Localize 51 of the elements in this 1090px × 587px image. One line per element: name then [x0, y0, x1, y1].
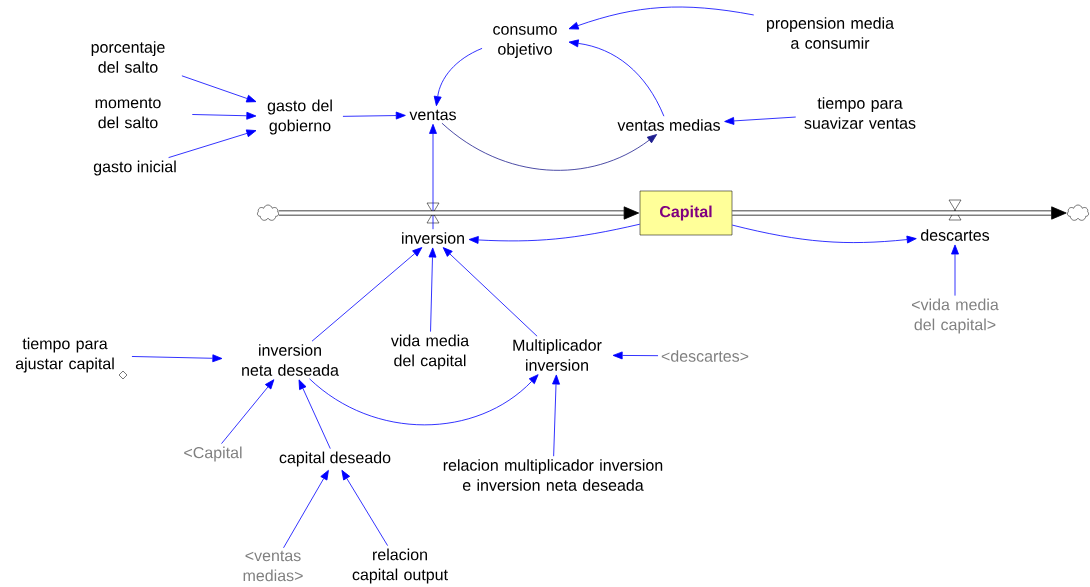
arrow: [221, 379, 275, 444]
arrow: [552, 374, 560, 457]
variable-label: relacion capital output: [352, 548, 448, 584]
shadow-variable-label: <ventas medias>: [243, 550, 303, 582]
arrow: [283, 470, 329, 549]
variable-label: gasto del gobierno: [267, 99, 332, 135]
arrow: [341, 469, 388, 546]
arrow: [442, 247, 538, 337]
arrow: [568, 6, 755, 30]
arrow: [429, 123, 437, 230]
arrow: [441, 122, 658, 171]
shadow-variable-label: <descartes>: [661, 350, 749, 362]
arrow: [181, 75, 257, 103]
arrow: [951, 244, 959, 296]
variable-label: gasto inicial: [93, 160, 176, 176]
arrow: [724, 116, 797, 125]
arrow: [433, 47, 483, 107]
arrow: [311, 247, 423, 342]
arrow: [468, 223, 641, 244]
arrow: [612, 351, 659, 360]
arrow: [191, 111, 257, 120]
variable-label: Multiplicador inversion: [513, 339, 602, 371]
shadow-variable-label: <Capital: [184, 446, 242, 462]
flow-pipe: [732, 206, 1067, 220]
variable-label: propension media a consumir: [767, 17, 894, 49]
arrow: [131, 354, 223, 363]
variable-label: tiempo para ajustar capital: [15, 337, 114, 373]
variable-label: inversion: [402, 232, 464, 244]
variable-label: momento del salto: [95, 97, 161, 129]
arrow: [568, 39, 665, 117]
variable-label: descartes: [921, 229, 990, 241]
arrow: [168, 129, 257, 158]
cloud-symbol: [257, 204, 279, 221]
arrow: [342, 111, 406, 120]
arrow: [731, 224, 917, 244]
variable-label: consumo objetivo: [493, 26, 557, 58]
flow-pipe: [278, 206, 640, 220]
stock-box: Capital: [639, 190, 733, 236]
variable-label: capital deseado: [279, 451, 391, 467]
variable-label: ventas medias: [617, 119, 720, 131]
arrow: [309, 374, 539, 426]
variable-label: relacion multiplicador inversion e inversion neta deseada: [443, 459, 663, 491]
arrow: [298, 379, 331, 449]
variable-label: porcentaje del salto: [91, 41, 165, 73]
variable-label: tiempo para suavizar ventas: [804, 97, 916, 129]
variable-label: vida media del capital: [390, 334, 470, 370]
shadow-variable-label: <vida media del capital>: [912, 298, 999, 334]
cloud-symbol: [1067, 204, 1089, 221]
variable-label: ventas: [409, 109, 456, 121]
arrow: [428, 247, 437, 332]
variable-label: inversion neta deseada: [242, 344, 339, 376]
